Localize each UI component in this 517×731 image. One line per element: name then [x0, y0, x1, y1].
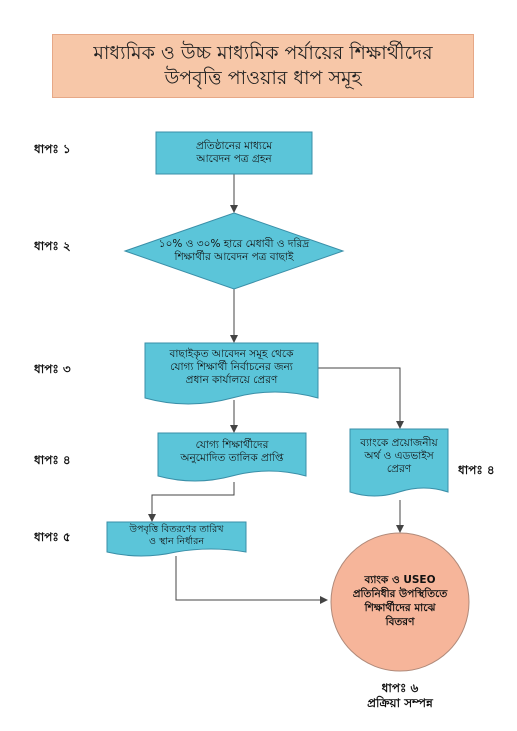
node-4b-shape [349, 428, 449, 497]
step-label-4: ধাপঃ ৪ [34, 453, 71, 467]
node-1-shape [155, 131, 313, 175]
node-3-line-2: যোগ্য শিক্ষার্থী নির্বাচনের জন্য [170, 360, 293, 373]
node-2-text: ১০% ও ৩০% হারে মেধাবী ও দরিদ্র শিক্ষার্থ… [140, 232, 328, 270]
step-label-6: ধাপঃ ৬ [381, 681, 419, 695]
node-2-line-2: শিক্ষার্থীর আবেদন পত্র বাছাই [174, 251, 294, 263]
node-5-line-1: উপবৃত্তি বিতরণের তারিখ [129, 524, 224, 535]
node-4b-text: ব্যাংকে প্রয়োজনীয় অর্থ ও এডভাইস প্রেরণ [350, 431, 448, 481]
node-1-text: প্রতিষ্ঠানের মাধ্যমে আবেদন পত্র গ্রহন [156, 132, 312, 174]
node-3-shape [144, 342, 319, 405]
title-line-2: উপবৃত্তি পাওয়ার ধাপ সমূহ [164, 67, 362, 89]
node-4-line-1: যোগ্য শিক্ষার্থীদের [195, 439, 269, 451]
node-3-text: বাছাইকৃত আবেদন সমূহ থেকে যোগ্য শিক্ষার্থ… [145, 344, 318, 390]
process-complete-label: প্রক্রিয়া সম্পন্ন [367, 696, 433, 710]
title-line-1: মাধ্যমিক ও উচ্চ মাধ্যমিক পর্যায়ের শিক্ষ… [93, 42, 433, 64]
final-step: ধাপঃ ৬ প্রক্রিয়া সম্পন্ন [340, 681, 460, 711]
node-5-line-2: ও স্থান নির্ধারন [148, 536, 205, 547]
node-4b-line-2: অর্থ ও এডভাইস [364, 449, 434, 462]
step-label-3: ধাপঃ ৩ [34, 362, 71, 376]
node-5-shape [106, 521, 247, 557]
node-4-text: যোগ্য শিক্ষার্থীদের অনুমোদিত তালিক প্রাপ… [158, 434, 306, 470]
title-box: মাধ্যমিক ও উচ্চ মাধ্যমিক পর্যায়ের শিক্ষ… [52, 34, 474, 98]
node-6-text: ব্যাংক ও USEO প্রতিনিধীর উপস্থিতিতে শিক্… [340, 570, 460, 632]
step-label-2: ধাপঃ ২ [34, 239, 71, 253]
node-1-line-2: আবেদন পত্র গ্রহন [196, 153, 272, 165]
node-6-line-2: প্রতিনিধীর উপস্থিতিতে [352, 588, 448, 600]
node-6-line-4: বিতরণ [385, 616, 415, 628]
node-6-line-1: ব্যাংক ও USEO [364, 574, 436, 586]
node-3-line-3: প্রধান কার্যালয়ে প্রেরণ [185, 373, 278, 386]
node-4-shape [157, 432, 307, 482]
node-4-line-2: অনুমোদিত তালিক প্রাপ্তি [180, 452, 284, 464]
arrow-n3-n4b [318, 367, 404, 429]
node-2-shape [123, 212, 345, 290]
node-4b-line-3: প্রেরণ [386, 462, 412, 475]
step-label-5: ধাপঃ ৫ [34, 530, 71, 544]
node-1-line-1: প্রতিষ্ঠানের মাধ্যমে [195, 140, 273, 152]
node-2-line-1: ১০% ও ৩০% হারে মেধাবী ও দরিদ্র [158, 238, 310, 250]
arrow-n4-n5 [148, 482, 235, 522]
node-3-line-1: বাছাইকৃত আবেদন সমূহ থেকে [169, 347, 294, 360]
node-5-text: উপবৃত্তি বিতরণের তারিখ ও স্থান নির্ধারন [107, 522, 246, 550]
step-label-1: ধাপঃ ১ [34, 142, 71, 156]
step-label-4-right: ধাপঃ ৪ [458, 463, 495, 477]
node-6-line-3: শিক্ষার্থীদের মাঝে [364, 602, 436, 614]
arrow-n5-n6 [175, 556, 328, 604]
node-4b-line-1: ব্যাংকে প্রয়োজনীয় [360, 436, 438, 449]
node-6-shape [330, 532, 470, 672]
